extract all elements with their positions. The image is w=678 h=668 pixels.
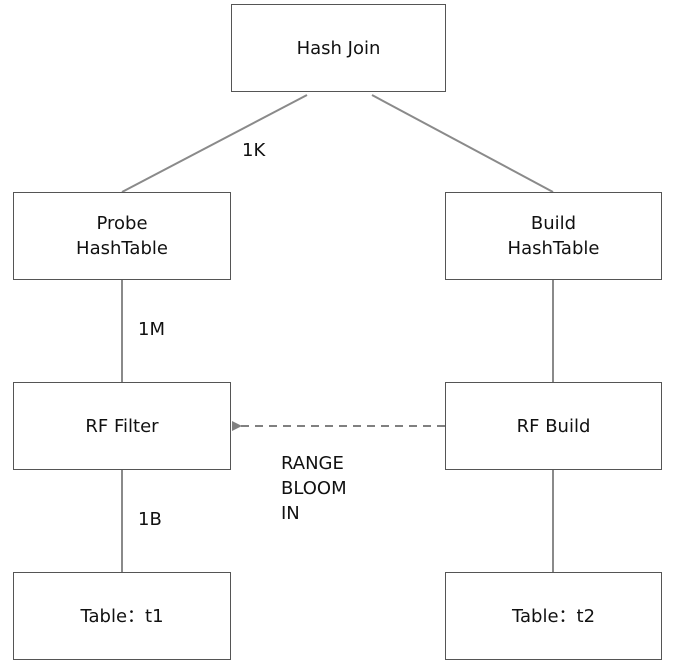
build-label-line2: HashTable xyxy=(507,238,600,259)
rf-type-bloom: BLOOM xyxy=(281,478,347,499)
edge-join-build xyxy=(371,94,554,193)
rf-filter-label: RF Filter xyxy=(85,415,159,437)
probe-label-line1: Probe xyxy=(96,213,148,234)
table-t1-node: Table：t1 xyxy=(13,572,231,660)
table-t1-label: Table：t1 xyxy=(80,605,164,627)
rf-build-node: RF Build xyxy=(445,382,662,470)
rf-type-range: RANGE xyxy=(281,453,344,474)
table-t2-node: Table：t2 xyxy=(445,572,662,660)
rf-type-in: IN xyxy=(281,503,300,524)
edge-label-1k: 1K xyxy=(242,140,266,161)
build-hashtable-node: Build HashTable xyxy=(445,192,662,280)
table-t2-label: Table：t2 xyxy=(511,605,596,627)
probe-hashtable-node: Probe HashTable xyxy=(13,192,231,280)
edge-label-1m: 1M xyxy=(138,319,165,340)
edge-label-1b: 1B xyxy=(138,509,162,530)
build-label-line1: Build xyxy=(530,213,577,234)
rf-build-label: RF Build xyxy=(516,415,591,437)
rf-filter-node: RF Filter xyxy=(13,382,231,470)
probe-label-line2: HashTable xyxy=(76,238,168,259)
hash-join-node: Hash Join xyxy=(231,4,446,92)
hash-join-label: Hash Join xyxy=(296,37,381,59)
edge-join-probe xyxy=(121,94,308,193)
